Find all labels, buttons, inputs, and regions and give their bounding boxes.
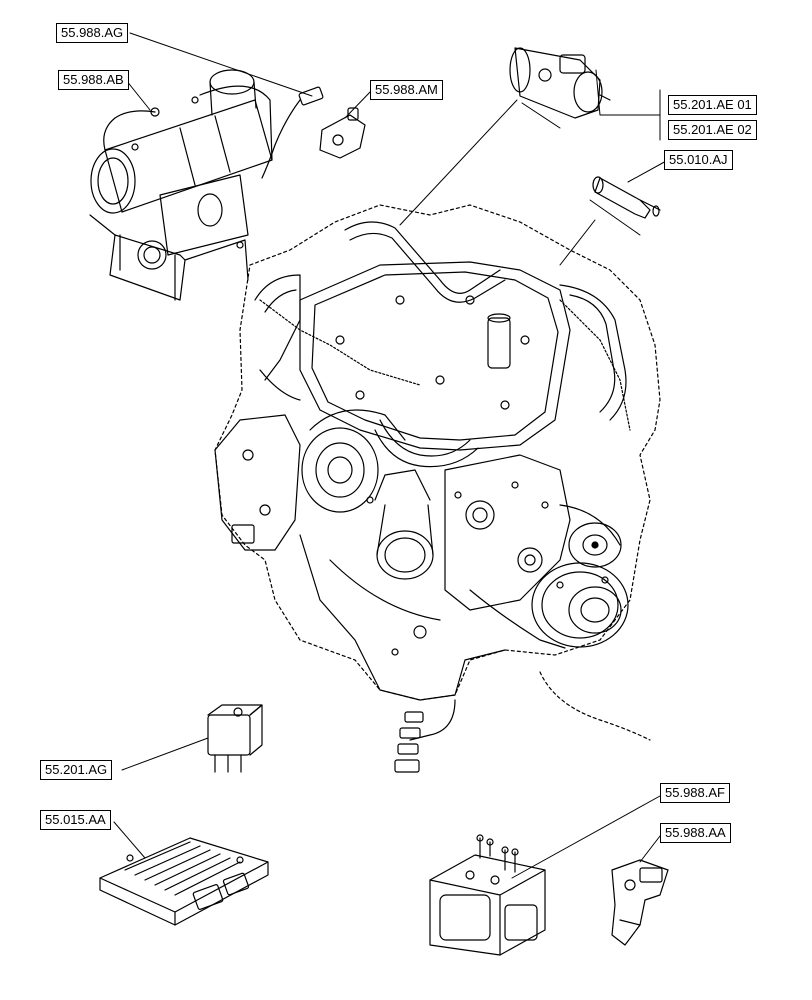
callout-55-010-aj: 55.010.AJ xyxy=(664,150,733,170)
callout-55-201-ae-02: 55.201.AE 02 xyxy=(668,120,757,140)
callout-55-201-ae-01: 55.201.AE 01 xyxy=(668,95,757,115)
engine-assembly xyxy=(214,204,661,773)
sensor-55-988-am xyxy=(319,107,366,159)
dosing-module xyxy=(429,834,546,956)
starter-motor xyxy=(509,47,611,119)
callout-55-988-ag: 55.988.AG xyxy=(56,23,129,43)
callout-55-988-af: 55.988.AF xyxy=(660,783,730,803)
aftertreatment-unit xyxy=(89,69,324,301)
callout-55-988-aa: 55.988.AA xyxy=(660,823,731,843)
callout-55-201-ag: 55.201.AG xyxy=(40,760,113,780)
callout-55-015-aa: 55.015.AA xyxy=(40,810,111,830)
ecu-module xyxy=(99,837,269,926)
mass-airflow-sensor xyxy=(611,859,669,946)
relay xyxy=(207,704,263,773)
speed-sensor xyxy=(592,176,661,219)
callout-55-988-ab: 55.988.AB xyxy=(58,70,129,90)
callout-55-988-am: 55.988.AM xyxy=(370,80,443,100)
leader-lines xyxy=(113,32,669,879)
